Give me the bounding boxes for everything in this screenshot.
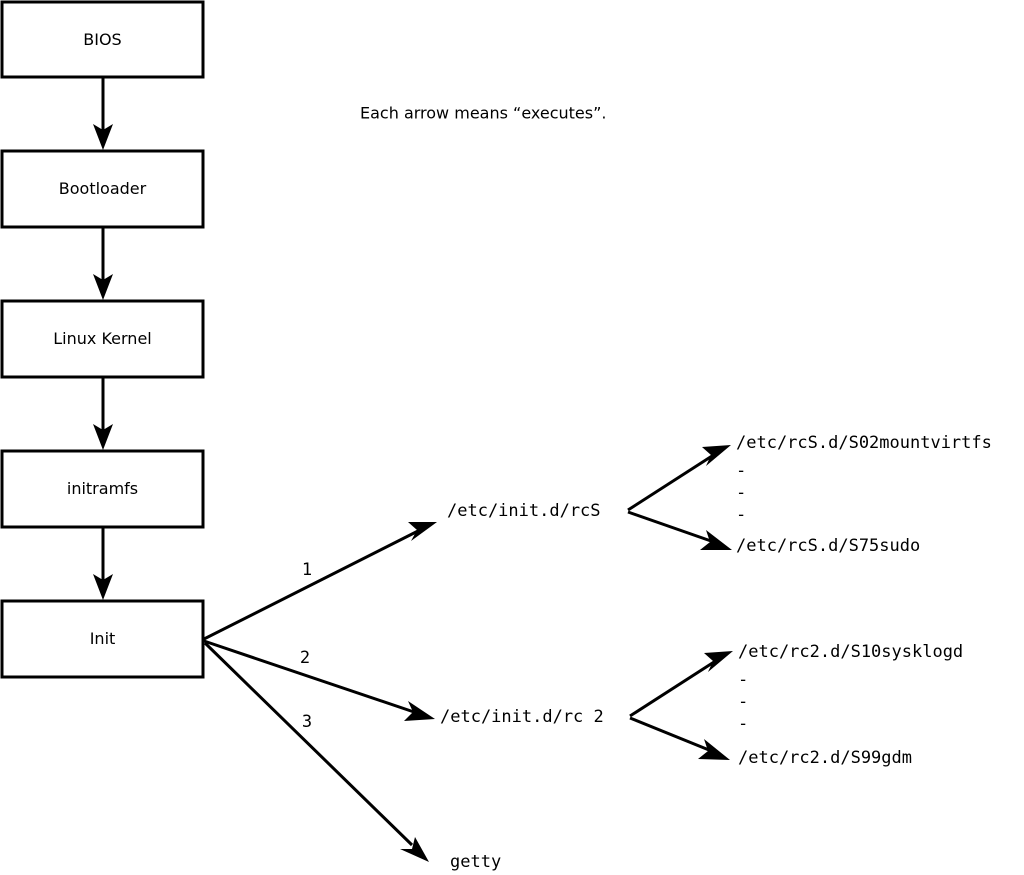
arrow-initramfs-to-init [93, 527, 113, 600]
arrow-rcs-to-first-script [627, 445, 731, 512]
rc2-ellipsis-dot-3: - [738, 714, 748, 734]
arrow-rc2-to-last-script [629, 716, 730, 760]
caption-text: Each arrow means “executes”. [360, 104, 606, 123]
getty-label[interactable]: getty [450, 852, 501, 872]
arrow-rc2-to-first-script [629, 651, 733, 718]
rcs-ellipsis-dot-2: - [736, 483, 746, 503]
rc2-ellipsis-dot-2: - [738, 692, 748, 712]
node-linux-kernel[interactable]: Linux Kernel [0, 299, 205, 379]
edge-number-1: 1 [302, 560, 312, 580]
node-initramfs[interactable]: initramfs [0, 449, 205, 529]
arrow-bios-to-bootloader [93, 77, 113, 150]
init-label: Init [90, 629, 116, 648]
rcs-first-script[interactable]: /etc/rcS.d/S02mountvirtfs [736, 433, 992, 453]
rcs-script-label[interactable]: /etc/init.d/rcS [447, 501, 601, 521]
edge-number-2: 2 [300, 648, 310, 668]
rcs-ellipsis-dot-1: - [736, 461, 746, 481]
rc2-first-script[interactable]: /etc/rc2.d/S10sysklogd [738, 642, 963, 662]
node-bios[interactable]: BIOS [0, 0, 205, 79]
arrow-init-to-rc2 [203, 639, 435, 721]
arrow-kernel-to-initramfs [93, 377, 113, 450]
bios-label: BIOS [83, 30, 121, 49]
initramfs-box[interactable] [0, 449, 205, 529]
arrow-init-to-rcs [203, 522, 437, 641]
rc2-script-label[interactable]: /etc/init.d/rc 2 [440, 707, 604, 727]
rcs-ellipsis-dot-3: - [736, 505, 746, 525]
edge-number-3: 3 [302, 712, 312, 732]
arrow-init-to-getty [203, 641, 429, 862]
linux-kernel-label: Linux Kernel [53, 329, 151, 348]
init-box[interactable] [0, 599, 205, 679]
rc2-ellipsis-dot-1: - [738, 670, 748, 690]
rcs-last-script[interactable]: /etc/rcS.d/S75sudo [736, 536, 920, 556]
node-init[interactable]: Init [0, 599, 205, 679]
rc2-last-script[interactable]: /etc/rc2.d/S99gdm [738, 748, 912, 768]
arrow-rcs-to-last-script [627, 510, 732, 550]
bootloader-label: Bootloader [59, 179, 147, 198]
bootloader-box[interactable] [0, 149, 205, 229]
arrow-bootloader-to-kernel [93, 227, 113, 300]
bios-box[interactable] [0, 0, 205, 79]
node-bootloader[interactable]: Bootloader [0, 149, 205, 229]
initramfs-label: initramfs [67, 479, 138, 498]
